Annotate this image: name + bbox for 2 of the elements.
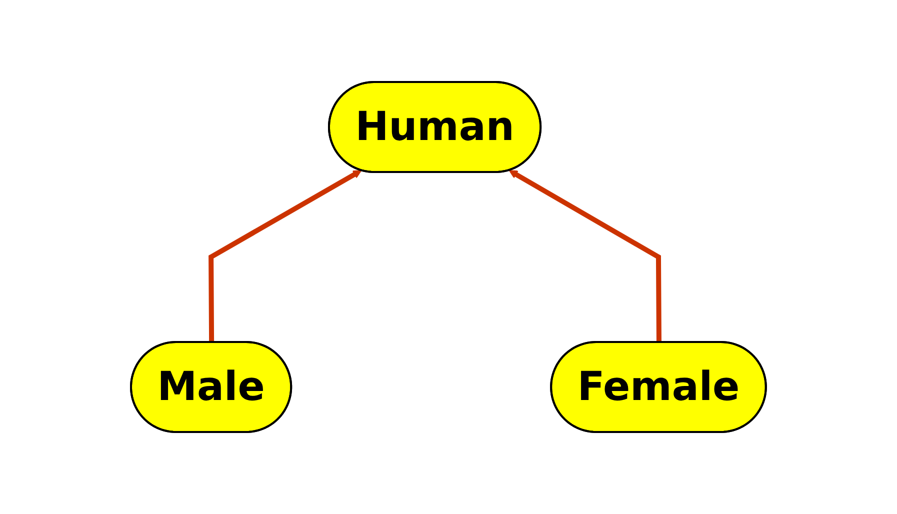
arrow [508,170,662,342]
arrow [208,170,362,342]
